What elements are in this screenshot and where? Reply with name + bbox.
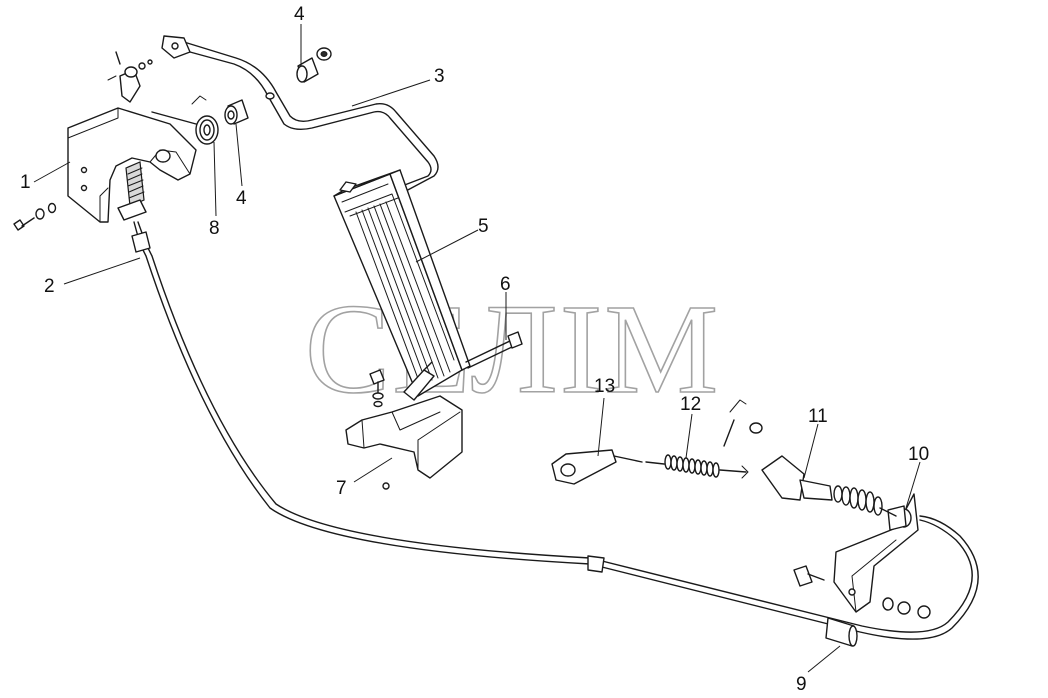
bracket-bolt-set [13, 202, 57, 231]
callout-5: 5 [478, 216, 489, 237]
leader-lines [33, 24, 921, 673]
cotter-clip [191, 95, 207, 105]
part-6-bolt [465, 331, 523, 369]
callout-10: 10 [908, 444, 929, 465]
part-7-pedal-base [345, 361, 463, 490]
part-2-throttle-cable [117, 161, 979, 640]
part-12-tension-spring [645, 454, 749, 479]
callout-8: 8 [209, 218, 220, 239]
part-13-lever-link [551, 449, 643, 485]
part-11-cable-clamp [723, 399, 897, 517]
callout-7: 7 [336, 478, 347, 499]
callout-9: 9 [796, 674, 807, 695]
watermark-text: СЕЛІМ [305, 278, 720, 420]
callout-4-lower: 4 [236, 188, 247, 209]
pivot-pin [151, 111, 197, 125]
callout-6: 6 [500, 274, 511, 295]
cable-bracket-fasteners [793, 565, 931, 619]
part-10-cable-bracket [833, 493, 919, 613]
base-bolt-set [369, 369, 385, 408]
callout-11: 11 [808, 406, 828, 427]
callout-labels: 1 2 3 4 4 5 6 7 8 9 10 11 12 13 [20, 4, 929, 695]
callout-4-upper: 4 [294, 4, 305, 25]
part-8-return-spring [195, 115, 219, 145]
part-3-pedal-rod [161, 35, 439, 193]
part-4-bushing-upper [296, 47, 332, 83]
callout-2: 2 [44, 276, 55, 297]
part-5-pedal-pad [333, 169, 471, 397]
clevis-pin-set [107, 51, 153, 103]
callout-1: 1 [20, 172, 31, 193]
callout-12: 12 [680, 394, 701, 415]
callout-3: 3 [434, 66, 445, 87]
part-9-cable-sleeve [825, 617, 858, 647]
callout-13: 13 [594, 376, 615, 397]
part-4-bushing-lower [224, 99, 249, 125]
part-1-bracket [67, 107, 197, 223]
